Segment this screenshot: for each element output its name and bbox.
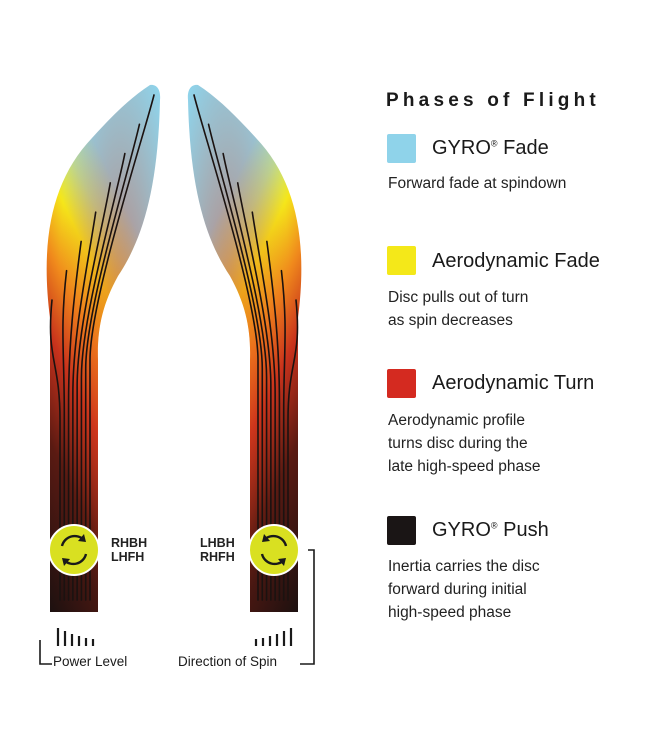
swatch-aerodynamic-turn bbox=[387, 369, 416, 398]
direction-of-spin-bracket bbox=[300, 549, 315, 665]
power-level-indicator bbox=[39, 628, 95, 665]
power-level-bars bbox=[56, 628, 95, 646]
right-trajectory-line bbox=[266, 240, 281, 601]
left-trajectory-line bbox=[89, 94, 155, 601]
right-trajectory-line bbox=[207, 123, 264, 601]
right-path-warm-glow bbox=[187, 84, 302, 613]
power-level-bracket bbox=[39, 640, 52, 665]
phase-desc-gyro-fade: Forward fade at spindown bbox=[388, 175, 567, 192]
left-trajectory-line bbox=[76, 182, 112, 601]
left-trajectory-line bbox=[49, 299, 61, 601]
phase-name-gyro-push: GYRO® Push bbox=[432, 519, 549, 541]
right-throw-labels: LHBH RHFH bbox=[200, 536, 235, 564]
left-throw-labels: RHBH LHFH bbox=[111, 536, 147, 564]
right-trajectory-lines bbox=[193, 94, 299, 601]
direction-of-spin-label: Direction of Spin bbox=[178, 654, 278, 669]
legend-title: Phases of Flight bbox=[386, 90, 600, 111]
left-trajectory-line bbox=[62, 269, 68, 601]
throw-label-rhfh: RHFH bbox=[200, 550, 235, 564]
left-trajectory-lines bbox=[49, 94, 155, 601]
right-trajectory-line bbox=[193, 94, 259, 601]
throw-label-lhfh: LHFH bbox=[111, 550, 145, 564]
left-path-warm-glow bbox=[46, 84, 161, 613]
phase-desc-aerodynamic-fade: Disc pulls out of turn as spin decreases bbox=[388, 289, 529, 329]
left-disc-marker bbox=[48, 524, 100, 576]
swatch-gyro-push bbox=[387, 516, 416, 545]
right-trajectory-line bbox=[222, 152, 268, 601]
phase-name-gyro-fade: GYRO® Fade bbox=[432, 137, 549, 159]
right-trajectory-line bbox=[280, 269, 286, 601]
left-trajectory-line bbox=[84, 123, 141, 601]
right-trajectory-line bbox=[236, 182, 272, 601]
right-disc-marker bbox=[248, 524, 300, 576]
right-flight-path bbox=[187, 84, 302, 613]
throw-label-lhbh: LHBH bbox=[200, 536, 235, 550]
swatch-gyro-fade bbox=[387, 134, 416, 163]
throw-label-rhbh: RHBH bbox=[111, 536, 148, 550]
power-level-label: Power Level bbox=[53, 654, 128, 669]
left-trajectory-line bbox=[72, 211, 97, 601]
left-trajectory-line bbox=[67, 240, 82, 601]
spin-direction-bars bbox=[254, 628, 293, 646]
phase-desc-gyro-push: Inertia carries the disc forward during … bbox=[388, 558, 540, 621]
swatch-aerodynamic-fade bbox=[387, 246, 416, 275]
right-trajectory-line bbox=[251, 211, 276, 601]
phase-name-aerodynamic-fade: Aerodynamic Fade bbox=[432, 250, 600, 272]
right-trajectory-line bbox=[287, 299, 299, 601]
left-trajectory-line bbox=[80, 152, 126, 601]
phase-name-aerodynamic-turn: Aerodynamic Turn bbox=[432, 372, 595, 394]
phase-desc-aerodynamic-turn: Aerodynamic profile turns disc during th… bbox=[388, 412, 541, 475]
left-flight-path bbox=[46, 84, 161, 613]
direction-of-spin-indicator bbox=[254, 549, 315, 665]
